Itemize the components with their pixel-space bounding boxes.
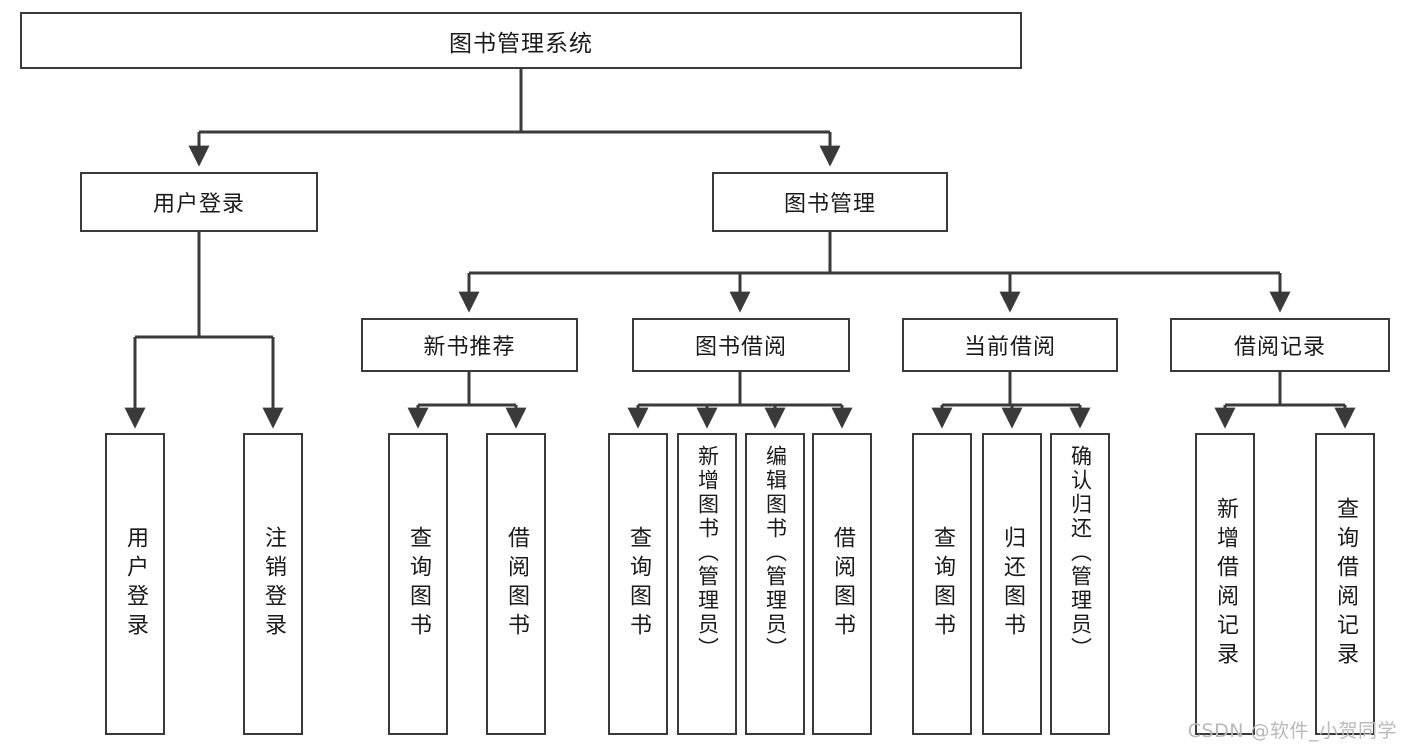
node-label: 新增借阅记录 [1213,497,1238,671]
node-label: 用户登录 [152,192,245,217]
node-leaf-add-book-admin[interactable]: 新增图书（管理员） [677,433,737,735]
node-leaf-query-book-current[interactable]: 查询图书 [912,433,972,735]
node-borrow-records[interactable]: 借阅记录 [1170,318,1390,372]
node-leaf-edit-book-admin[interactable]: 编辑图书（管理员） [745,433,805,735]
node-label: 图书管理 [783,192,876,217]
node-label: 查询图书 [406,526,431,642]
node-label: 当前借阅 [963,335,1056,360]
node-label: 确认归还（管理员） [1068,445,1093,661]
node-label: 查询借阅记录 [1333,497,1358,671]
node-book-borrow[interactable]: 图书借阅 [632,318,850,372]
node-label: 图书借阅 [694,335,787,360]
node-leaf-confirm-return-admin[interactable]: 确认归还（管理员） [1050,433,1110,735]
node-new-book-recommend[interactable]: 新书推荐 [361,318,578,372]
watermark-text: CSDN @软件_小贺同学 [1187,720,1397,742]
node-leaf-query-book-recommend[interactable]: 查询图书 [388,433,448,735]
node-leaf-return-book[interactable]: 归还图书 [982,433,1042,735]
node-label: 新书推荐 [423,335,516,360]
node-root-system[interactable]: 图书管理系统 [20,12,1022,69]
node-leaf-add-borrow-record[interactable]: 新增借阅记录 [1195,433,1255,735]
node-label: 归还图书 [1000,526,1025,642]
node-label: 查询图书 [930,526,955,642]
node-leaf-borrow-book[interactable]: 借阅图书 [812,433,872,735]
node-leaf-logout[interactable]: 注销登录 [243,433,303,735]
node-leaf-query-borrow-record[interactable]: 查询借阅记录 [1315,433,1375,735]
node-label: 查询图书 [626,526,651,642]
node-label: 图书管理系统 [449,30,593,57]
node-label: 借阅图书 [830,526,855,642]
node-book-management[interactable]: 图书管理 [712,172,948,232]
node-label: 借阅图书 [504,526,529,642]
node-leaf-borrow-book-recommend[interactable]: 借阅图书 [486,433,546,735]
node-user-login[interactable]: 用户登录 [80,172,318,232]
node-leaf-user-login[interactable]: 用户登录 [105,433,165,735]
node-label: 用户登录 [123,526,148,642]
node-label: 注销登录 [261,526,286,642]
node-label: 新增图书（管理员） [695,445,720,661]
node-leaf-query-book-borrow[interactable]: 查询图书 [608,433,668,735]
node-label: 编辑图书（管理员） [763,445,788,661]
node-label: 借阅记录 [1233,335,1326,360]
node-current-borrow[interactable]: 当前借阅 [902,318,1118,372]
